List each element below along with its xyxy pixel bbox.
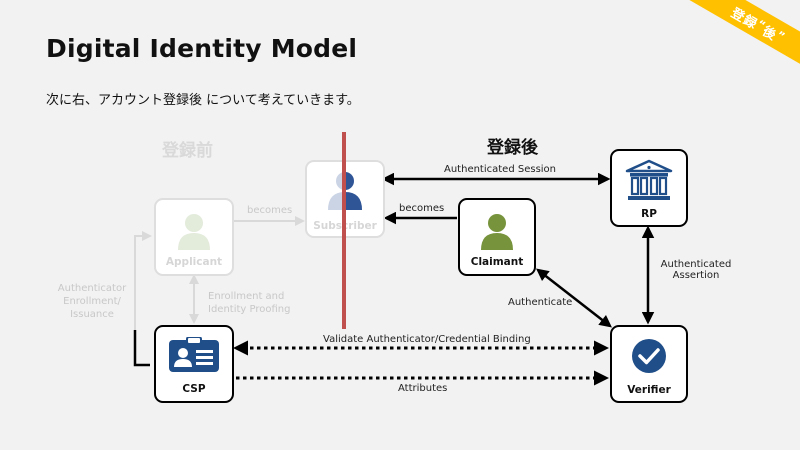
section-label-after: 登録後 — [487, 138, 538, 158]
node-applicant-label: Applicant — [165, 256, 223, 268]
label-enrollment-line1: Enrollment and — [208, 291, 285, 302]
person-icon — [460, 212, 534, 250]
label-enrollment-proofing: Enrollment and Identity Proofing — [208, 290, 290, 316]
registration-divider — [342, 132, 346, 329]
node-rp: RP — [610, 149, 688, 227]
node-claimant-label: Claimant — [470, 256, 524, 268]
node-rp-label: RP — [641, 208, 657, 220]
label-enrollment-line2: Identity Proofing — [208, 304, 291, 315]
id-card-icon — [156, 337, 232, 373]
edge-enrollment-faded — [134, 231, 152, 330]
bank-building-icon — [612, 159, 686, 203]
edge-enrollment-csp — [133, 330, 150, 367]
node-verifier: Verifier — [610, 325, 688, 403]
node-csp-label: CSP — [182, 383, 206, 395]
label-authenticate: Authenticate — [508, 297, 573, 308]
label-auth-enroll-line3: Issuance — [70, 309, 114, 320]
page-subtitle: 次に右、アカウント登録後 について考えていきます。 — [46, 93, 360, 108]
label-attributes: Attributes — [398, 383, 448, 394]
label-authenticator-enrollment: Authenticator Enrollment/ Issuance — [54, 282, 130, 321]
section-label-before: 登録前 — [162, 141, 213, 161]
check-circle-icon — [612, 337, 686, 375]
corner-badge: 登録“後” — [678, 0, 800, 79]
label-authenticated-assertion: Authenticated Assertion — [657, 259, 735, 281]
node-verifier-label: Verifier — [627, 384, 671, 396]
node-csp: CSP — [154, 325, 234, 403]
node-applicant: Applicant — [154, 198, 234, 276]
node-claimant: Claimant — [458, 198, 536, 276]
label-authenticated-session: Authenticated Session — [444, 164, 557, 175]
person-icon — [156, 212, 232, 250]
label-validate-binding: Validate Authenticator/Credential Bindin… — [323, 334, 531, 345]
label-auth-enroll-line1: Authenticator — [57, 283, 127, 294]
label-becomes: becomes — [399, 203, 445, 214]
label-authenticated-assertion-line2: Assertion — [672, 270, 720, 281]
label-becomes-faded: becomes — [247, 205, 293, 216]
label-authenticated-assertion-line1: Authenticated — [660, 259, 732, 270]
page-title: Digital Identity Model — [46, 34, 358, 63]
label-auth-enroll-line2: Enrollment/ — [63, 296, 121, 307]
